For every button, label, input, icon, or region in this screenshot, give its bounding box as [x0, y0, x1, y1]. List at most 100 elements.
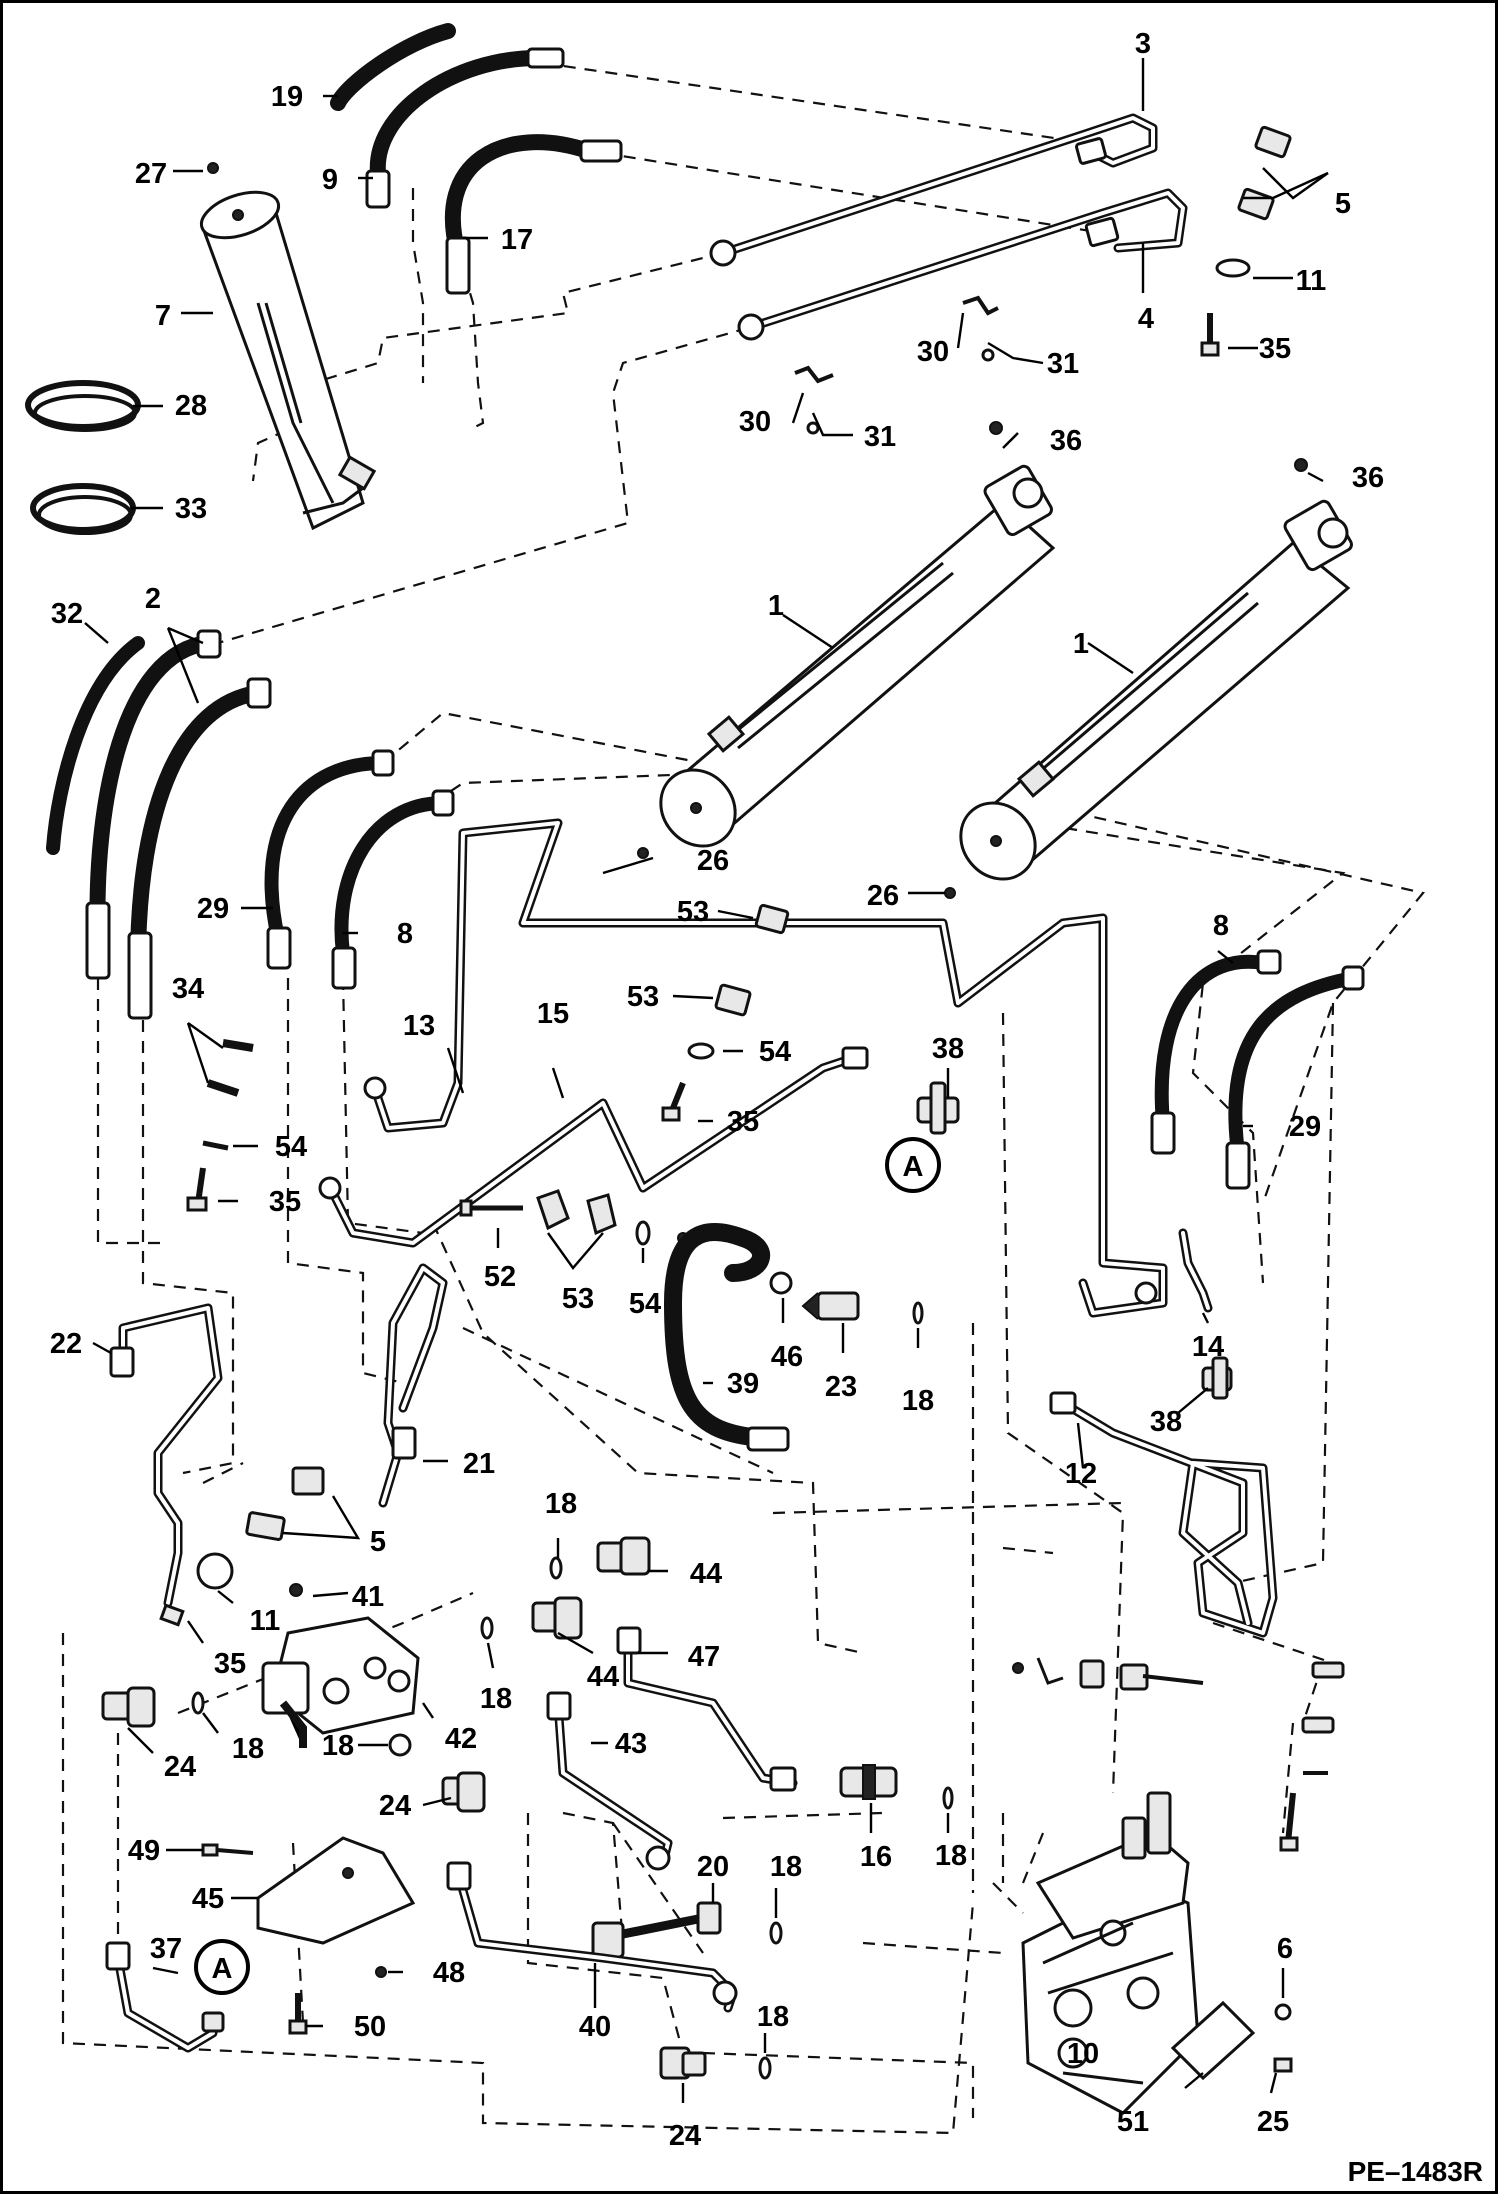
fitting-36-right[interactable] — [1294, 458, 1308, 472]
label-49: 49 — [128, 1835, 160, 1867]
o-ring-18-a[interactable] — [912, 1301, 924, 1325]
washer-11-lower[interactable] — [196, 1552, 234, 1590]
block-53-upper[interactable] — [754, 903, 790, 935]
steel-tube-3[interactable] — [709, 113, 1158, 267]
label-18-g: 18 — [770, 1851, 802, 1883]
nut-48[interactable] — [375, 1966, 387, 1978]
elbow-24-bottom[interactable] — [659, 2046, 707, 2080]
label-19: 19 — [271, 81, 303, 113]
bolt-35-lower[interactable] — [159, 1603, 185, 1627]
hose-8-left[interactable] — [331, 789, 455, 990]
washer-54-middle[interactable] — [687, 1042, 715, 1060]
label-36-left: 36 — [1050, 425, 1082, 457]
tee-fitting-38-lower[interactable] — [1201, 1356, 1233, 1400]
label-18-f: 18 — [935, 1840, 967, 1872]
union-16[interactable] — [839, 1764, 898, 1800]
label-22: 22 — [50, 1328, 82, 1360]
hose-17[interactable] — [444, 134, 623, 295]
label-8-left: 8 — [397, 918, 413, 950]
hose-19[interactable] — [330, 23, 456, 111]
bracket-45[interactable] — [256, 1836, 416, 1945]
cover-plate-51[interactable] — [1170, 2000, 1256, 2081]
clip-34[interactable] — [206, 1039, 254, 1097]
seal-kit-33[interactable] — [30, 483, 136, 535]
tilt-cylinder-7[interactable] — [196, 184, 377, 531]
plug-41[interactable] — [289, 1583, 303, 1597]
bolt-35-middle[interactable] — [661, 1081, 686, 1122]
clamp-30-lower[interactable] — [794, 365, 834, 435]
label-8-right: 8 — [1213, 910, 1229, 942]
plug-26-left[interactable] — [637, 847, 649, 859]
plug-27[interactable] — [207, 162, 219, 174]
steel-tube-22[interactable] — [109, 1303, 223, 1608]
lift-cylinder-1-left[interactable] — [645, 464, 1056, 861]
steel-tube-14[interactable] — [1178, 1228, 1213, 1313]
elbow-44-upper[interactable] — [596, 1536, 651, 1576]
steel-tube-13[interactable] — [363, 818, 1168, 1318]
steel-tube-47[interactable] — [616, 1626, 798, 1792]
hose-29-left[interactable] — [264, 749, 395, 970]
fitting-20[interactable] — [591, 1901, 722, 1959]
label-25: 25 — [1257, 2106, 1289, 2138]
washer-54-left[interactable] — [202, 1140, 229, 1151]
hardware-group-lower-right[interactable] — [1012, 1657, 1345, 1852]
steel-tube-37[interactable] — [105, 1941, 225, 2053]
steel-tube-43[interactable] — [546, 1691, 673, 1871]
o-ring-18-b[interactable] — [549, 1556, 563, 1580]
control-valve-10[interactable] — [1021, 1791, 1200, 2115]
block-5-lower[interactable] — [245, 1466, 325, 1541]
bolt-50[interactable] — [288, 1993, 308, 2035]
elbow-44-lower[interactable] — [531, 1596, 583, 1640]
label-27: 27 — [135, 158, 167, 190]
lift-cylinder-1-right[interactable] — [945, 499, 1353, 894]
hose-32[interactable] — [46, 636, 145, 855]
o-ring-18-g[interactable] — [769, 1921, 783, 1945]
block-5-upper[interactable] — [1237, 125, 1292, 221]
label-29-left: 29 — [197, 893, 229, 925]
steel-tube-21[interactable] — [378, 1263, 448, 1508]
label-30-upper: 30 — [917, 336, 949, 368]
bolt-49[interactable] — [201, 1843, 254, 1857]
adapter-23[interactable] — [801, 1291, 860, 1321]
o-ring-18-c[interactable] — [480, 1616, 494, 1640]
clamp-30-upper[interactable] — [962, 295, 999, 362]
label-31-lower: 31 — [864, 421, 896, 453]
tee-fitting-38-upper[interactable] — [916, 1081, 960, 1135]
washer-46[interactable] — [769, 1271, 793, 1295]
fitting-6[interactable] — [1274, 2003, 1292, 2021]
o-ring-18-h[interactable] — [758, 2056, 772, 2080]
elbow-24-middle[interactable] — [441, 1771, 486, 1813]
label-33: 33 — [175, 493, 207, 525]
o-ring-18-e[interactable] — [388, 1733, 412, 1757]
bolt-35-left[interactable] — [186, 1167, 208, 1212]
label-14: 14 — [1192, 1331, 1224, 1363]
hose-2-lower[interactable] — [127, 677, 272, 1020]
label-29-right: 29 — [1289, 1111, 1321, 1143]
block-53-middle[interactable] — [714, 983, 752, 1017]
steel-tube-15[interactable] — [318, 1046, 869, 1248]
o-ring-18-f[interactable] — [942, 1786, 954, 1810]
o-ring-18-d[interactable] — [191, 1691, 205, 1715]
elbow-24-left[interactable] — [101, 1686, 156, 1728]
fitting-36-left[interactable] — [989, 421, 1003, 435]
label-17: 17 — [501, 224, 533, 256]
label-28: 28 — [175, 390, 207, 422]
steel-tube-12[interactable] — [1049, 1391, 1278, 1638]
seal-kit-28[interactable] — [25, 380, 141, 432]
label-24-middle: 24 — [379, 1790, 411, 1822]
hose-9[interactable] — [365, 47, 565, 209]
hose-39[interactable] — [664, 1223, 790, 1452]
hose-29-right[interactable] — [1225, 965, 1365, 1190]
hose-8-right[interactable] — [1150, 949, 1282, 1155]
valve-block-42[interactable] — [261, 1616, 420, 1748]
bolt-25[interactable] — [1273, 2057, 1293, 2073]
steel-tube-4[interactable] — [737, 188, 1188, 341]
washer-11-upper[interactable] — [1215, 258, 1251, 278]
steel-tube-40[interactable] — [446, 1861, 738, 2013]
bolt-52[interactable] — [459, 1199, 523, 1217]
hose-2-upper[interactable] — [85, 629, 222, 980]
bolt-35-upper[interactable] — [1200, 313, 1220, 357]
plug-26-right[interactable] — [944, 887, 956, 899]
block-53-pair[interactable] — [536, 1189, 617, 1236]
label-51: 51 — [1117, 2106, 1149, 2138]
